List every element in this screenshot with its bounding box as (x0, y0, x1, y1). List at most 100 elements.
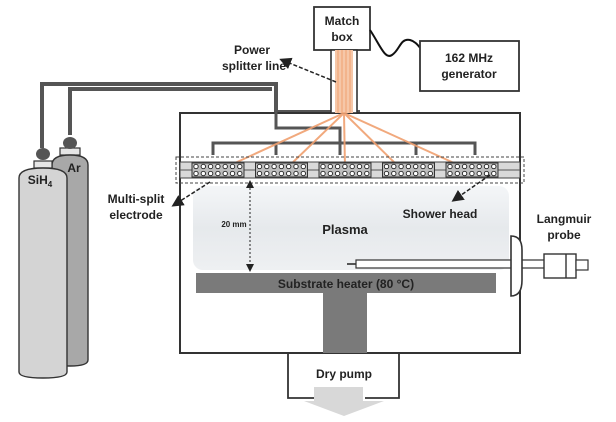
shower-hole (469, 170, 475, 177)
shower-hole (447, 170, 453, 177)
dry-pump: Dry pump (287, 353, 400, 416)
shower-hole (405, 163, 412, 170)
shower-hole (454, 170, 460, 177)
shower-hole (264, 170, 270, 177)
shower-hole (334, 163, 341, 170)
match-box-label-line2: box (331, 30, 353, 44)
plasma-region (193, 186, 509, 270)
langmuir-label-line1: Langmuir (537, 212, 592, 226)
shower-hole (427, 163, 433, 170)
shower-hole (200, 163, 206, 170)
shower-hole (483, 163, 490, 170)
shower-hole (476, 163, 482, 170)
shower-hole (356, 170, 363, 177)
shower-hole (278, 163, 285, 170)
shower-hole (391, 170, 397, 177)
shower-hole (427, 170, 433, 177)
shower-hole (193, 170, 199, 177)
shower-hole (264, 163, 270, 170)
shower-hole (237, 170, 243, 177)
shower-hole (398, 163, 404, 170)
gas-cylinder-sih4: SiH4 (18, 148, 68, 379)
shower-hole (271, 163, 277, 170)
exhaust-arrow-icon (304, 387, 384, 416)
substrate-heater: Substrate heater (80 °C) (196, 273, 496, 353)
langmuir-probe (347, 235, 589, 297)
shower-hole (200, 170, 206, 177)
shower-hole (461, 163, 468, 170)
shower-hole (286, 163, 292, 170)
shower-hole (229, 163, 236, 170)
dry-pump-label: Dry pump (316, 367, 372, 381)
shower-hole (491, 170, 497, 177)
multi-split-arrow (171, 181, 211, 207)
shower-hole (327, 170, 333, 177)
langmuir-label-line2: probe (547, 228, 581, 242)
electrode-segment (445, 162, 499, 178)
shower-hole (237, 163, 243, 170)
generator-box: 162 MHz generator (419, 40, 520, 92)
shower-hole (229, 170, 236, 177)
shower-hole (271, 170, 277, 177)
gap-indicator: 20 mm (221, 180, 254, 272)
shower-hole (278, 170, 285, 177)
shower-hole (461, 170, 468, 177)
shower-hole (193, 163, 199, 170)
electrode-segment (255, 162, 308, 178)
shower-hole (207, 163, 214, 170)
substrate-heater-label: Substrate heater (80 °C) (278, 277, 414, 291)
shower-hole (342, 170, 348, 177)
shower-hole (327, 163, 333, 170)
shower-hole (300, 163, 306, 170)
generator-label-line1: 162 MHz (445, 51, 493, 65)
shower-hole (483, 170, 490, 177)
shower-hole (342, 163, 348, 170)
shower-hole (364, 163, 370, 170)
shower-hole (256, 170, 263, 177)
shower-head-label: Shower head (403, 207, 478, 221)
shower-hole (413, 163, 419, 170)
shower-hole (293, 170, 299, 177)
shower-hole (364, 170, 370, 177)
shower-hole (420, 163, 426, 170)
power-splitter-label-line1: Power (234, 43, 270, 57)
electrode-segment (191, 162, 245, 178)
shower-hole (383, 170, 390, 177)
generator-label-line2: generator (441, 67, 497, 81)
shower-hole (320, 163, 326, 170)
shower-hole (222, 170, 228, 177)
gas-sih4-label: SiH4 (28, 173, 53, 189)
shower-hole (349, 170, 355, 177)
match-box-label-line1: Match (325, 14, 360, 28)
multi-split-label-line1: Multi-split (108, 192, 165, 206)
power-splitter-arrow (279, 57, 337, 83)
shower-hole (215, 170, 221, 177)
rf-bundle (330, 49, 358, 114)
power-splitter-label-line2: splitter line (222, 59, 286, 73)
gas-line-ar (68, 87, 272, 135)
shower-hole (207, 170, 214, 177)
shower-hole (215, 163, 221, 170)
rf-splitter-lines (223, 112, 466, 169)
shower-hole (293, 163, 299, 170)
shower-hole (491, 163, 497, 170)
shower-hole (286, 170, 292, 177)
shower-hole (334, 170, 341, 177)
electrode-segment (318, 162, 372, 178)
shower-hole (391, 163, 397, 170)
gas-ar-label: Ar (67, 161, 81, 175)
shower-hole (454, 163, 460, 170)
plasma-label: Plasma (322, 222, 368, 237)
shower-head-arrow (451, 174, 491, 202)
shower-hole (300, 170, 306, 177)
shower-hole (222, 163, 228, 170)
shower-hole (420, 170, 426, 177)
shower-hole (383, 163, 390, 170)
multi-split-label-line2: electrode (109, 208, 163, 222)
shower-hole (356, 163, 363, 170)
shower-hole (413, 170, 419, 177)
gap-label: 20 mm (221, 220, 246, 229)
shower-hole (398, 170, 404, 177)
match-box: Match box (313, 6, 371, 51)
